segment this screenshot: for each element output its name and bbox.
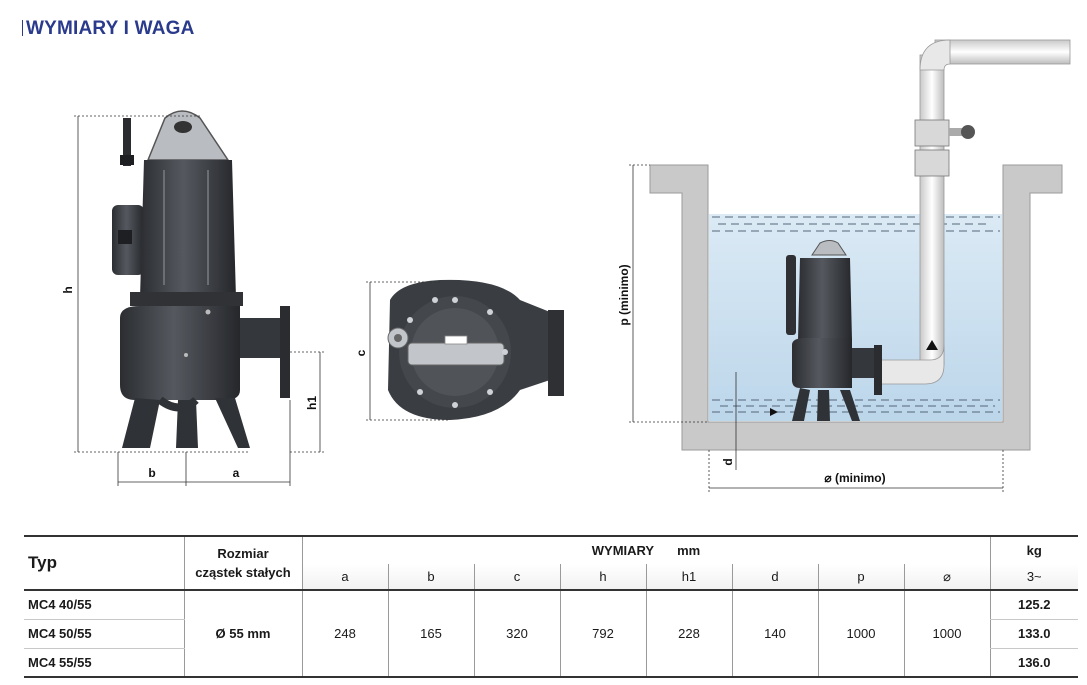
dim-label-p: p (minimo) <box>617 264 631 325</box>
dimensions-header: WYMIARY mm <box>302 535 990 564</box>
particle-size-header-line1: Rozmiar <box>217 546 269 561</box>
value-c: 320 <box>474 590 561 678</box>
pump-top-view <box>387 279 564 420</box>
kg-header: kg <box>989 535 1078 564</box>
table-row: MC4 50/55 133.0 <box>24 619 1078 649</box>
particle-size-header-line2: cząstek stałych <box>195 565 291 580</box>
particle-size-header: Rozmiar cząstek stałych <box>184 535 303 591</box>
side-view-dimensions <box>74 115 324 486</box>
model-name: MC4 55/55 <box>24 648 185 678</box>
installation-view <box>649 39 1071 451</box>
particle-size-value: Ø 55 mm <box>184 590 303 678</box>
col-header-d: d <box>732 564 819 591</box>
page-title: WYMIARY I WAGA <box>26 18 195 39</box>
col-header-h1: h1 <box>646 564 733 591</box>
dim-label-h: h <box>61 286 75 293</box>
value-b: 165 <box>388 590 475 678</box>
value-h1: 228 <box>646 590 733 678</box>
dimensions-unit: mm <box>677 543 701 558</box>
dim-label-a: a <box>233 466 240 480</box>
typ-header: Typ <box>24 535 185 591</box>
col-header-h: h <box>560 564 647 591</box>
table-row: MC4 40/55 Ø 55 mm 248 165 320 792 228 14… <box>24 590 1078 678</box>
value-d: 140 <box>732 590 819 678</box>
col-header-p: p <box>818 564 905 591</box>
weight-value: 136.0 <box>989 648 1078 678</box>
col-header-a: a <box>302 564 389 591</box>
dim-label-h1: h1 <box>305 396 319 410</box>
value-h: 792 <box>560 590 647 678</box>
dimension-drawings: h h1 b a c <box>61 39 1071 492</box>
value-p: 1000 <box>818 590 905 678</box>
installation-dimensions <box>629 164 1004 492</box>
model-name: MC4 40/55 <box>24 590 185 620</box>
col-header-diameter: ⌀ <box>904 564 990 591</box>
col-header-c: c <box>474 564 561 591</box>
spec-table: Typ Rozmiar cząstek stałych WYMIARY mm k… <box>24 535 1078 678</box>
value-a: 248 <box>302 590 389 678</box>
col-header-b: b <box>388 564 475 591</box>
dim-label-diameter: ⌀ (minimo) <box>824 471 885 485</box>
title-marker <box>22 20 23 36</box>
weight-value: 133.0 <box>989 619 1078 649</box>
dim-label-d: d <box>721 458 735 465</box>
weight-value: 125.2 <box>989 590 1078 620</box>
table-row: MC4 55/55 136.0 <box>24 648 1078 678</box>
model-name: MC4 50/55 <box>24 619 185 649</box>
phase-header: 3~ <box>989 564 1078 591</box>
pump-side-view <box>112 110 290 448</box>
dim-label-b: b <box>148 466 155 480</box>
top-view-dimensions <box>366 281 450 421</box>
dimensions-header-label: WYMIARY <box>591 543 654 558</box>
value-diameter: 1000 <box>904 590 990 678</box>
dim-label-c: c <box>354 349 368 356</box>
